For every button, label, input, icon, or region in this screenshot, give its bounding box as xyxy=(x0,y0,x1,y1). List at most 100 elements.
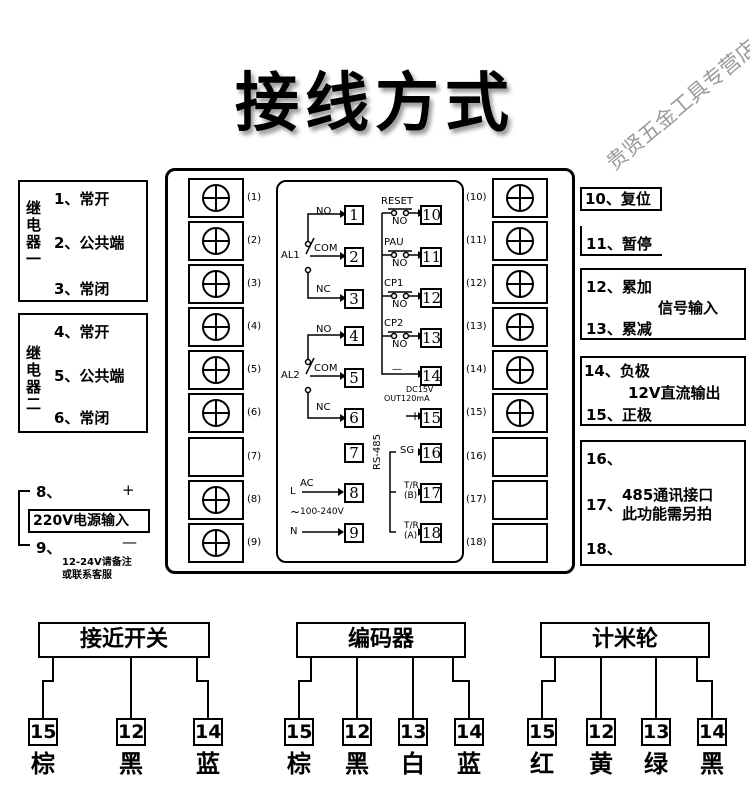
left-terminal-screw xyxy=(188,480,244,520)
right-terminal-blank xyxy=(492,523,548,563)
inner-terminal-box: 10 xyxy=(420,205,442,225)
power-note-line2: 或联系客服 xyxy=(62,570,112,581)
inner-terminal-box: 5 xyxy=(344,368,364,388)
relay2-no-wire xyxy=(307,334,342,362)
screw-icon xyxy=(190,525,242,561)
screw-icon xyxy=(494,266,546,302)
pau-no-text: NO xyxy=(392,258,408,269)
b-text: (B) xyxy=(404,491,418,501)
power-note-line1: 12-24V请备注 xyxy=(62,557,132,568)
rs485-box: 16、 17、 485通讯接口 此功能需另拍 18、 xyxy=(580,440,746,566)
screw-icon xyxy=(494,309,546,345)
sensor-header: 计米轮 xyxy=(540,622,710,658)
sensor-wire-color: 红 xyxy=(530,750,554,778)
left-terminal-screw xyxy=(188,264,244,304)
sensor-wire-color: 黑 xyxy=(700,750,724,778)
sensor-pin-number: 15 xyxy=(28,718,58,746)
relay1-nc-wire xyxy=(307,270,342,299)
relay1-com-text: COM xyxy=(314,243,338,254)
pause-label: 11、暂停 xyxy=(586,235,652,253)
sensor-wire xyxy=(130,658,132,680)
relay2-com-text: COM xyxy=(314,363,338,374)
relay2-no-label: 4、常开 xyxy=(54,323,110,341)
relay2-nc-wire xyxy=(307,390,342,419)
right-terminal-screw xyxy=(492,393,548,433)
sensor-wire xyxy=(711,680,713,718)
screw-icon xyxy=(494,395,546,431)
sensor-wire-color: 黑 xyxy=(345,750,369,778)
out120-text: OUT120mA xyxy=(384,394,430,403)
inner-terminal-box: 15 xyxy=(420,408,442,428)
right-terminal-screw xyxy=(492,350,548,390)
controller-inner-panel xyxy=(276,180,464,563)
inner-terminal-box: 18 xyxy=(420,523,442,543)
relay1-no-wire xyxy=(307,213,342,244)
power-minus-sign: — xyxy=(122,533,137,551)
relay1-box: 继电器一 1、常开 2、公共端 3、常闭 xyxy=(18,180,148,302)
sensor-wire-color: 棕 xyxy=(287,750,311,778)
right-terminal-number: (16) xyxy=(466,451,487,462)
terminal-18-label: 18、 xyxy=(586,540,622,558)
power-plus-sign: + xyxy=(122,481,135,499)
sensor-pin-number: 12 xyxy=(116,718,146,746)
relay2-vertical-label: 继电器二 xyxy=(26,344,42,413)
sensor-wire xyxy=(600,658,602,680)
tilde-text: ~ xyxy=(290,505,301,519)
sensor-wire xyxy=(554,658,556,680)
sensor-pin-number: 12 xyxy=(342,718,372,746)
tr-b-text: T/R xyxy=(404,481,419,491)
rs485-label: 485通讯接口 xyxy=(622,486,714,504)
inner-terminal-box: 7 xyxy=(344,443,364,463)
sg-text: SG xyxy=(400,445,415,456)
left-terminal-number: (7) xyxy=(247,451,262,462)
decr-label: 13、累减 xyxy=(586,320,652,338)
right-terminal-screw xyxy=(492,264,548,304)
l-text: L xyxy=(290,486,296,497)
right-terminal-screw xyxy=(492,221,548,261)
reset-label: 10、复位 xyxy=(580,187,662,211)
inner-terminal-box: 1 xyxy=(344,205,364,225)
relay2-nc-label: 6、常闭 xyxy=(54,409,110,427)
inner-terminal-box: 3 xyxy=(344,289,364,309)
relay2-box: 继电器二 4、常开 5、公共端 6、常闭 xyxy=(18,313,148,433)
inner-terminal-box: 13 xyxy=(420,328,442,348)
wiring-schematic xyxy=(302,208,424,536)
sensor-header: 编码器 xyxy=(296,622,466,658)
cp2-no-text: NO xyxy=(392,339,408,350)
terminal-16-label: 16、 xyxy=(586,450,622,468)
n-text: N xyxy=(290,526,298,537)
right-terminal-screw xyxy=(492,178,548,218)
left-terminal-screw xyxy=(188,393,244,433)
sensor-wire xyxy=(655,680,657,718)
dc-output-box: 14、负极 12V直流输出 15、正极 xyxy=(580,356,746,426)
sensor-wire xyxy=(468,680,470,718)
left-terminal-screw xyxy=(188,221,244,261)
right-terminal-number: (13) xyxy=(466,321,487,332)
sensor-wire-color: 蓝 xyxy=(457,750,481,778)
inner-terminal-box: 11 xyxy=(420,247,442,267)
pau-switch xyxy=(382,250,420,259)
relay1-no-text: NO xyxy=(316,206,332,217)
al1-label: AL1 xyxy=(281,250,300,261)
sensor-wire xyxy=(356,658,358,680)
rs485-vertical-text: RS-485 xyxy=(372,434,383,470)
left-terminal-number: (4) xyxy=(247,321,262,332)
inner-terminal-box: 16 xyxy=(420,443,442,463)
signal-input-box: 12、累加 信号输入 13、累减 xyxy=(580,268,746,340)
inner-terminal-box: 14 xyxy=(420,366,442,386)
page-title: 接线方式 xyxy=(235,67,515,141)
left-terminal-number: (6) xyxy=(247,407,262,418)
right-terminal-number: (12) xyxy=(466,278,487,289)
left-terminal-number: (2) xyxy=(247,235,262,246)
inner-terminal-box: 2 xyxy=(344,247,364,267)
screw-icon xyxy=(190,352,242,388)
sensor-wire-color: 棕 xyxy=(31,750,55,778)
sensor-wire xyxy=(196,680,209,682)
dc15v-text: DC15V xyxy=(406,385,434,394)
right-terminal-number: (15) xyxy=(466,407,487,418)
right-terminal-number: (10) xyxy=(466,192,487,203)
sensor-pin-number: 14 xyxy=(193,718,223,746)
accum-label: 12、累加 xyxy=(586,278,652,296)
left-terminal-number: (9) xyxy=(247,537,262,548)
right-terminal-number: (14) xyxy=(466,364,487,375)
